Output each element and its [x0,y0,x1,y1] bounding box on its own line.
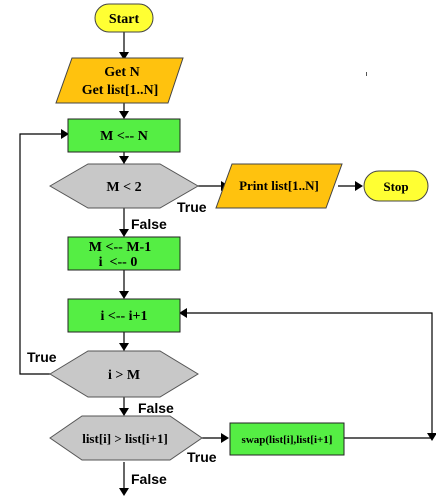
i-increment-label: i <-- i+1 [100,309,147,324]
edge-labels: True False True False True False [27,199,217,487]
stray-mark [366,72,367,76]
edge-swap-loop [184,312,433,439]
cond-i-gt-m-node: i > M [49,350,199,398]
cond-m-lt-2-shape [49,163,199,209]
i-increment-shape [67,298,181,333]
i-zero-label: i <-- 0 [99,255,138,270]
get-n-label: Get N [104,65,139,80]
compare-false-label: False [131,471,167,487]
i-gt-m-false-label: False [138,400,174,416]
cond-i-gt-m-label: i > M [108,368,140,383]
stop-shape [363,170,429,202]
print-node: Print list[1..N] [215,163,343,209]
m-assign-node: M <-- N [67,118,181,153]
input-shape [55,57,184,104]
arrowhead [61,129,69,139]
connectors [19,32,433,492]
arrowhead [179,308,187,318]
arrowhead [427,433,436,441]
stop-terminal: Stop [363,170,429,202]
cond-compare-label: list[i] > list[i+1] [82,431,168,446]
cond-compare-node: list[i] > list[i+1] [49,415,203,461]
arrowhead [119,156,129,164]
swap-shape [229,422,345,456]
m-decrement-shape [67,236,181,271]
stop-label: Stop [383,179,408,194]
arrowhead [119,343,129,351]
swap-node: swap(list[i],list[i+1] [229,422,345,456]
m-decrement-node: M <-- M-1 i <-- 0 [67,236,181,271]
start-label: Start [109,12,140,27]
start-terminal: Start [94,3,154,33]
arrowhead [221,433,229,443]
arrowhead [119,488,129,496]
start-shape [94,3,154,33]
input-node: Get N Get list[1..N] [55,57,184,104]
arrowhead [119,408,129,416]
cond-i-gt-m-shape [49,350,199,398]
print-shape [215,163,343,209]
arrowhead [119,291,129,299]
arrowhead [119,111,129,119]
edge-cond-i-true-loop [19,133,66,375]
m-lt-2-false-label: False [131,216,167,232]
i-increment-node: i <-- i+1 [67,298,181,333]
arrowhead [119,52,129,60]
arrowheads [61,52,436,496]
m-assign-label: M <-- N [100,129,148,144]
arrowhead [355,181,363,191]
cond-m-lt-2-node: M < 2 [49,163,199,209]
compare-true-label: True [187,449,217,465]
arrowhead [119,229,129,237]
swap-label: swap(list[i],list[i+1] [242,434,333,446]
get-list-label: Get list[1..N] [82,83,159,98]
m-decrement-label: M <-- M-1 [89,240,151,255]
m-lt-2-true-label: True [177,199,207,215]
i-gt-m-true-label: True [27,349,57,365]
print-label: Print list[1..N] [239,178,319,193]
cond-compare-shape [49,415,203,461]
cond-m-lt-2-label: M < 2 [106,180,141,195]
m-assign-shape [67,118,181,153]
